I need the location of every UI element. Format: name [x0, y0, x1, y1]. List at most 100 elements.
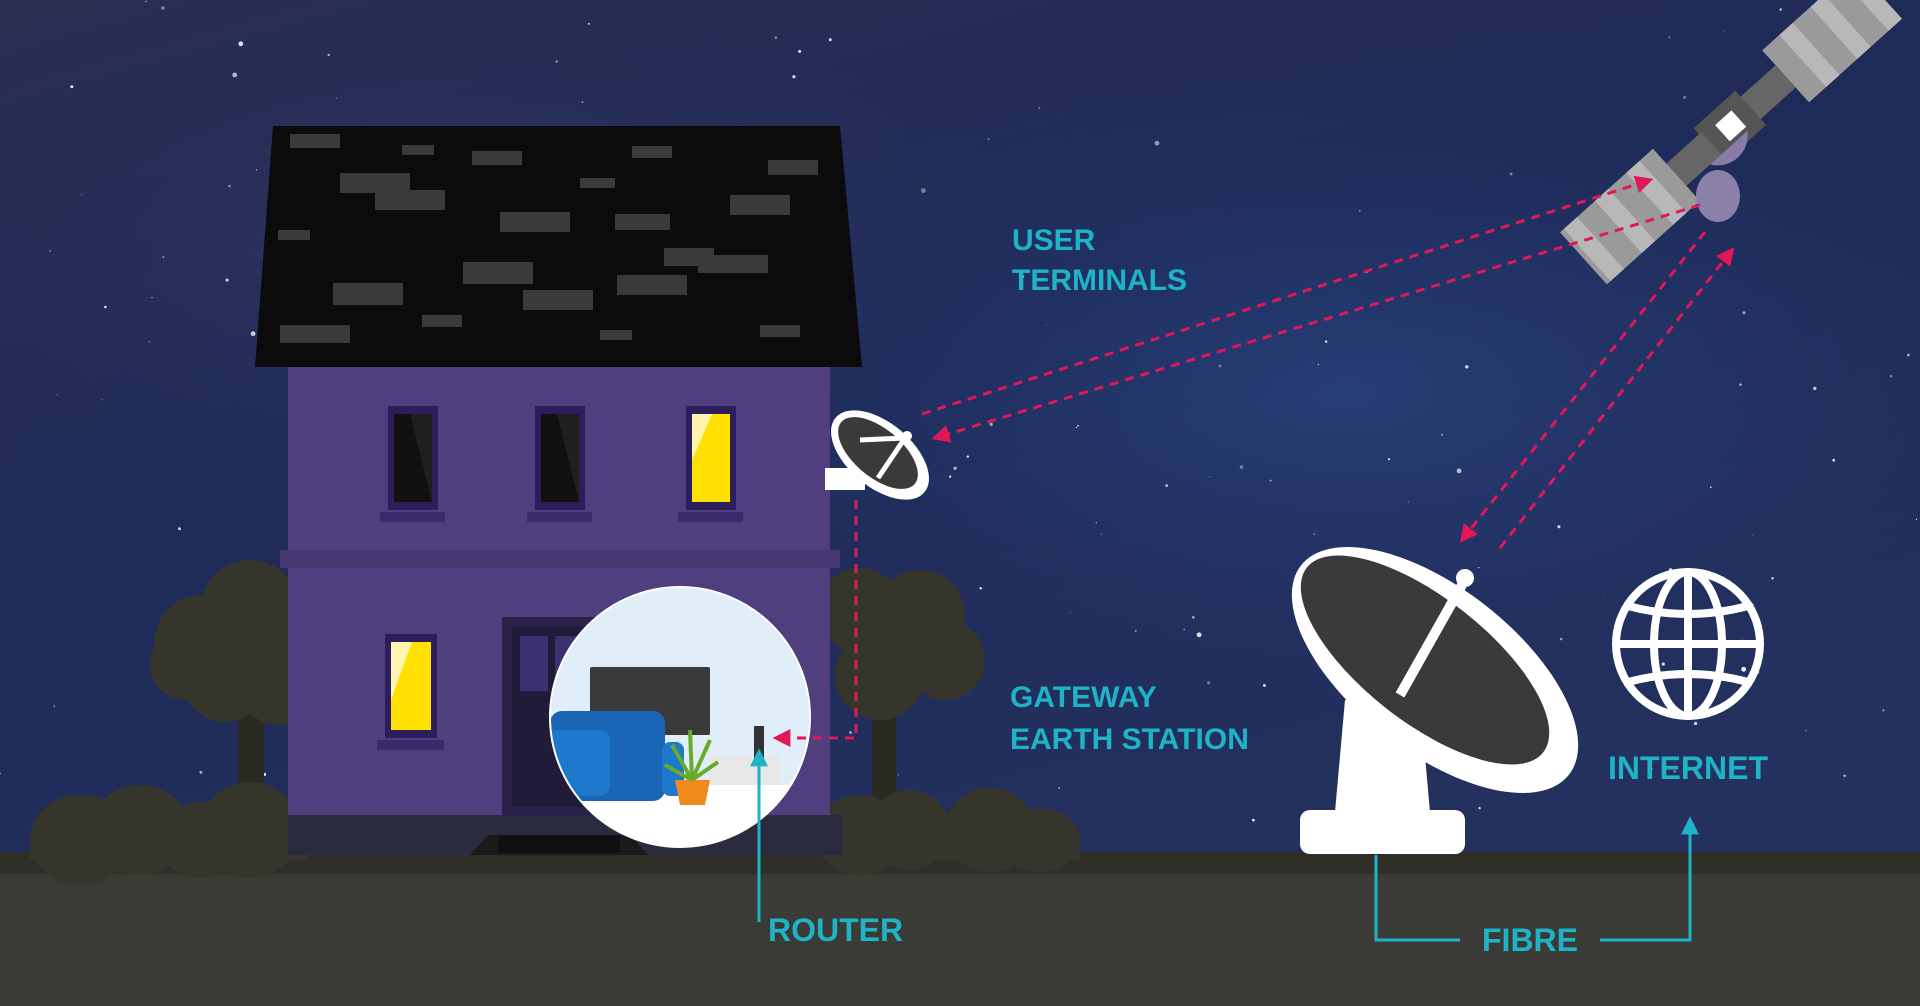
star [1832, 459, 1835, 462]
star [1270, 480, 1272, 482]
star [1058, 787, 1060, 789]
star [798, 50, 801, 53]
star [161, 6, 164, 9]
window-lit-1 [678, 406, 743, 522]
star [145, 1, 146, 2]
star [178, 527, 181, 530]
star [1683, 96, 1686, 99]
window-dark-1 [380, 406, 445, 522]
star [1240, 465, 1243, 468]
star [54, 705, 55, 706]
star [1510, 172, 1513, 175]
star [228, 185, 231, 188]
star [226, 279, 229, 282]
globe-icon [1616, 572, 1760, 716]
star [1209, 476, 1210, 477]
star [588, 23, 590, 25]
star [1779, 8, 1782, 11]
star [57, 394, 58, 395]
star [1070, 612, 1071, 613]
plant-pot [675, 780, 710, 805]
label-fibre: FIBRE [1482, 922, 1578, 958]
star [1197, 632, 1202, 637]
star [921, 188, 926, 193]
star [1694, 722, 1697, 725]
label-internet: INTERNET [1608, 750, 1768, 786]
star [1263, 684, 1266, 687]
star [1155, 141, 1160, 146]
star [949, 475, 952, 478]
star [1741, 667, 1746, 672]
star [1077, 425, 1079, 427]
star [1135, 630, 1137, 632]
star [1218, 365, 1221, 368]
star [1045, 324, 1046, 325]
star [1882, 709, 1884, 711]
star [1710, 486, 1712, 488]
star [1314, 533, 1315, 534]
star [1478, 807, 1480, 809]
star [1038, 107, 1040, 109]
star [1843, 775, 1845, 777]
satellite-dish [1696, 170, 1740, 222]
star [1916, 519, 1917, 520]
star [1359, 210, 1361, 212]
star [104, 306, 107, 309]
star [1441, 434, 1443, 436]
star [1907, 354, 1910, 357]
star [1096, 522, 1097, 523]
star [1752, 535, 1753, 536]
star [238, 41, 243, 46]
star [849, 731, 852, 734]
star [251, 331, 256, 336]
star [1669, 36, 1671, 38]
star [256, 169, 257, 170]
star [101, 399, 102, 400]
star [1560, 638, 1563, 641]
star [582, 101, 584, 103]
star [162, 256, 164, 258]
star [1557, 525, 1560, 528]
star [990, 423, 993, 426]
star [775, 36, 778, 39]
star [151, 297, 152, 298]
star [556, 61, 558, 63]
star [898, 774, 899, 775]
star [1457, 469, 1462, 474]
star [49, 250, 50, 251]
house-ledge [280, 550, 840, 568]
star [1388, 458, 1390, 460]
window-lit-2 [377, 634, 444, 750]
star [792, 75, 795, 78]
star [1408, 501, 1409, 502]
star [1101, 533, 1102, 534]
star [1076, 427, 1077, 428]
star [1465, 365, 1468, 368]
star [1813, 387, 1816, 390]
star [1478, 567, 1479, 568]
star [1742, 639, 1743, 640]
star [1743, 311, 1746, 314]
star [81, 194, 82, 195]
star [336, 98, 337, 99]
star [967, 455, 969, 457]
star [1805, 730, 1807, 732]
star [1207, 681, 1210, 684]
star [1604, 594, 1605, 595]
star [1183, 629, 1185, 631]
star [70, 85, 73, 88]
window-dark-2 [527, 406, 592, 522]
star [1165, 484, 1168, 487]
star [1318, 364, 1319, 365]
star [1739, 383, 1741, 385]
star [1724, 31, 1725, 32]
star [829, 38, 832, 41]
star [1192, 616, 1195, 619]
star [980, 587, 982, 589]
star [232, 73, 237, 78]
star [953, 467, 956, 470]
star [199, 771, 202, 774]
star [149, 341, 150, 342]
star [1662, 663, 1665, 666]
